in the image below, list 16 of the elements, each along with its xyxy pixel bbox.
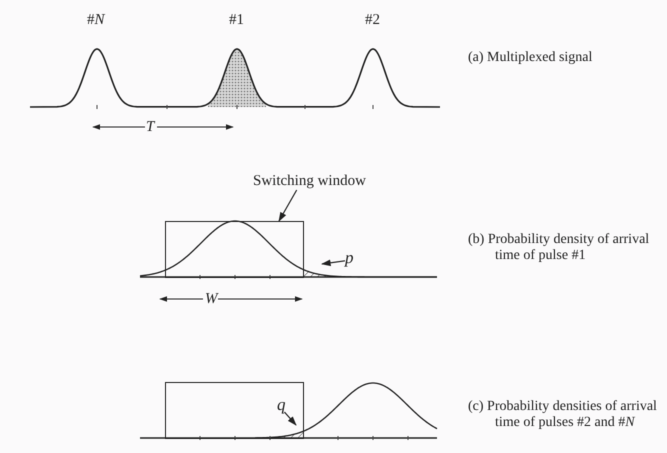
callout-letter: q xyxy=(277,395,286,414)
leader-line xyxy=(278,190,298,222)
pulse-label: #2 xyxy=(365,12,380,28)
callout-letter: p xyxy=(345,248,354,267)
leader-line xyxy=(284,412,297,426)
leader-line xyxy=(321,259,346,266)
dimension-label: T xyxy=(146,119,154,135)
panel-caption: (b) Probability density of arrival time of pulse #1 xyxy=(468,232,650,264)
callout-text: Switching window xyxy=(253,173,366,189)
pulse-label: #N xyxy=(87,12,105,28)
panel-caption: (a) Multiplexed signal xyxy=(468,50,594,66)
pulse-label: #1 xyxy=(229,12,244,28)
switching-window-box xyxy=(165,221,304,278)
panel-caption: (c) Probability densities of arrival time of pulses #2 and #N xyxy=(468,399,658,431)
switching-window-box xyxy=(165,382,304,439)
dimension-label: W xyxy=(205,291,218,307)
